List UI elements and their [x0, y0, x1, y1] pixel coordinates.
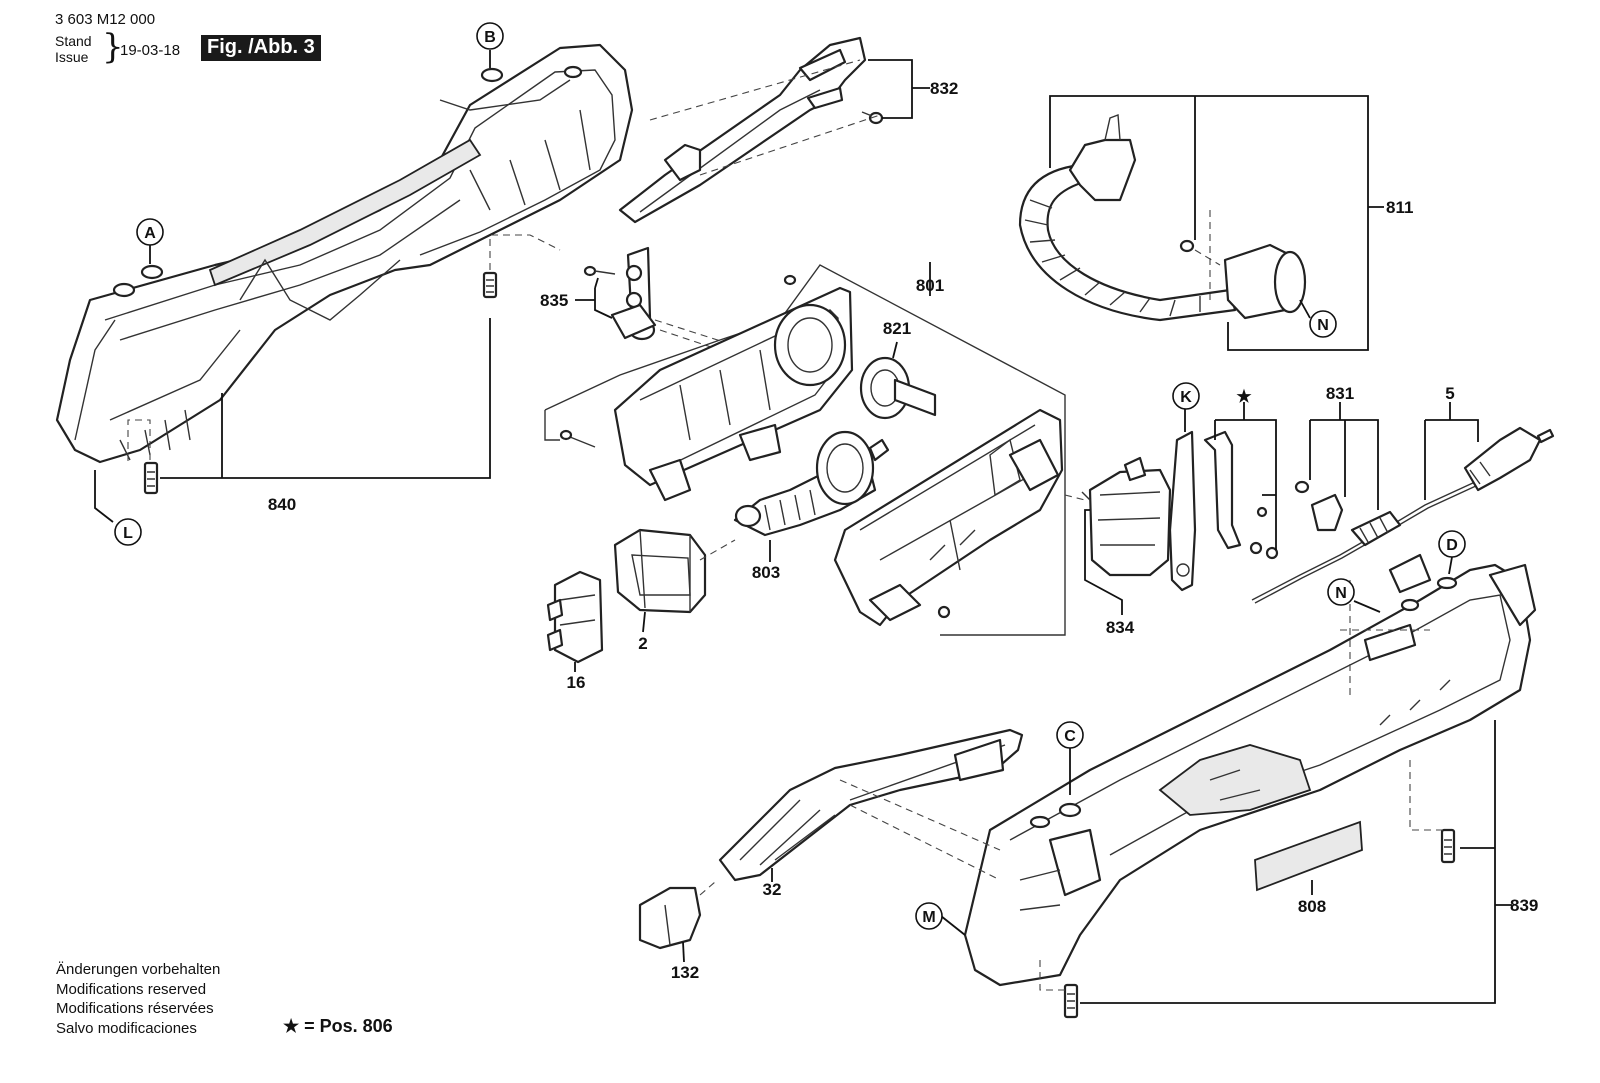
part-label-5: 5: [1445, 384, 1454, 403]
svg-text:K: K: [1180, 389, 1192, 406]
part-label-834: 834: [1106, 618, 1135, 637]
svg-text:B: B: [484, 29, 496, 46]
footer-line-en: Modifications reserved: [56, 980, 207, 998]
part-label-132: 132: [671, 963, 699, 982]
issue-label: Issue: [55, 49, 89, 65]
modifications-note: Änderungen vorbehalten Modifications res…: [56, 960, 220, 1038]
part-label-821: 821: [883, 319, 911, 338]
handle-housing-840: [55, 43, 634, 464]
part-number: 3 603 M12 000: [55, 11, 156, 28]
stand-issue-label: Stand Issue: [55, 33, 92, 65]
part-label-840: 840: [268, 495, 296, 514]
screw-icon: [1063, 828, 1456, 1019]
part-label-808: 808: [1298, 897, 1326, 916]
svg-text:N: N: [1335, 585, 1347, 602]
power-cord-5: [1251, 426, 1555, 604]
footer-line-de: Änderungen vorbehalten: [56, 961, 221, 978]
screw-icon: [143, 271, 498, 495]
part-label-835: 835: [540, 291, 568, 310]
bracket-835: [610, 246, 657, 341]
star-callout: ★: [1236, 387, 1252, 406]
star-footnote: ★ = Pos. 806: [283, 1016, 393, 1036]
part-label-803: 803: [752, 563, 780, 582]
base-housing-839: [963, 553, 1537, 987]
end-cap-132: [638, 886, 702, 950]
svg-text:N: N: [1317, 317, 1329, 334]
callout-N: N: [1327, 578, 1355, 606]
figure-label: Fig. /Abb. 3: [201, 35, 321, 61]
switch-lever-K: [1168, 430, 1197, 592]
callout-M: M: [915, 902, 943, 930]
switch-rod-832: [618, 36, 867, 224]
svg-text:M: M: [922, 909, 935, 926]
callout-K: K: [1172, 382, 1200, 410]
callout-C: C: [1056, 721, 1084, 749]
label-plate-808: [1254, 820, 1363, 892]
part-label-839: 839: [1510, 896, 1538, 915]
dust-hose-811: [1018, 114, 1307, 322]
stator-2: [613, 528, 707, 614]
motor-housing-right: [833, 408, 1064, 627]
issue-date: 19-03-18: [120, 42, 181, 59]
callout-D: D: [1438, 530, 1466, 558]
callout-L: L: [114, 518, 142, 546]
part-label-2: 2: [638, 634, 647, 653]
grip-32: [718, 728, 1024, 882]
part-label-832: 832: [930, 79, 958, 98]
cable-clamp-parts: [1203, 430, 1279, 560]
part-label-831: 831: [1326, 384, 1354, 403]
gear-821: [859, 356, 937, 420]
part-label-801: 801: [916, 276, 944, 295]
callout-B: B: [476, 22, 504, 50]
armature-803: [733, 430, 890, 537]
part-label-32: 32: [763, 880, 782, 899]
screw-icon: [559, 274, 797, 448]
svg-text:D: D: [1446, 537, 1458, 554]
svg-text:A: A: [144, 225, 156, 242]
brush-holder-16: [546, 570, 604, 664]
switch-834: [1081, 456, 1172, 577]
footer-line-fr: Modifications réservées: [56, 1000, 214, 1017]
stand-label: Stand: [55, 33, 92, 49]
footer-line-es: Salvo modificaciones: [56, 1019, 197, 1037]
svg-text:C: C: [1064, 728, 1076, 745]
brace-icon: }: [102, 27, 124, 67]
callout-N: N: [1309, 310, 1337, 338]
part-label-811: 811: [1386, 198, 1413, 217]
svg-text:L: L: [123, 525, 133, 542]
part-label-16: 16: [567, 673, 586, 692]
screw-icon: [583, 265, 616, 277]
screw-icon: [1179, 239, 1195, 253]
motor-housing-left: [613, 286, 854, 502]
cable-guard-831: [1294, 480, 1344, 532]
callout-A: A: [136, 218, 164, 246]
